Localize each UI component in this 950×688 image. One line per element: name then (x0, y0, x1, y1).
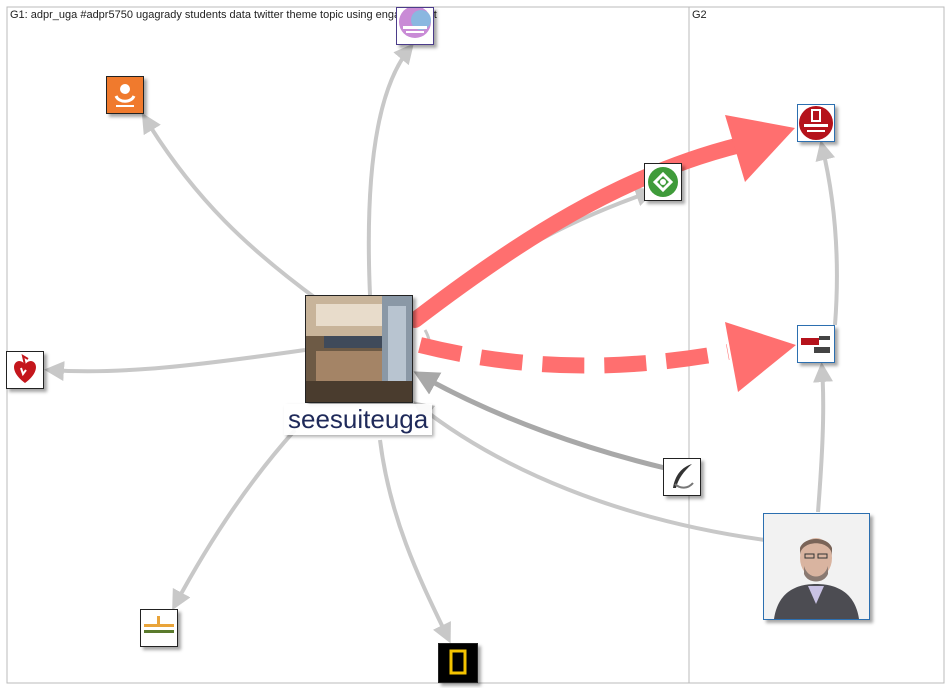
recycle-green-logo-icon (645, 164, 681, 200)
edge-to-uga-grady (407, 137, 748, 328)
heart-association-logo-icon (7, 352, 43, 388)
node-green-logo[interactable] (644, 163, 682, 201)
feeding-america-logo-icon (141, 610, 177, 646)
group-frame-g2 (688, 6, 945, 684)
node-label-seesuiteuga: seesuiteuga (284, 404, 433, 435)
person-photo-icon (764, 514, 869, 619)
office-photo-icon (306, 296, 412, 402)
edge-to-adpr-uga (418, 337, 730, 374)
edge-quill-to-seesuiteuga (413, 371, 666, 471)
adpr-uga-logo-icon (798, 326, 834, 362)
node-seesuiteuga[interactable] (305, 295, 413, 403)
edge-to-nat-geo (378, 439, 451, 644)
national-geographic-logo-icon (439, 644, 477, 682)
edge-to-adpr-uga-arrowhead (725, 322, 796, 392)
edge-to-feeding-america (172, 428, 297, 611)
node-heart-association[interactable] (6, 351, 44, 389)
node-special-olympics[interactable] (396, 7, 434, 45)
edge-to-special-olympics (366, 43, 414, 296)
edge-to-uga-grady-arrowhead (725, 115, 795, 182)
edge-person-to-adpr-uga (813, 362, 833, 513)
node-national-geographic[interactable] (438, 643, 478, 683)
quill-logo-icon (664, 459, 700, 495)
node-person[interactable] (763, 513, 870, 620)
node-adpr-uga[interactable] (797, 325, 835, 363)
node-uga-grady[interactable] (797, 104, 835, 142)
georgia-grady-logo-icon (798, 105, 834, 141)
group-label-g1: G1: adpr_uga #adpr5750 ugagrady students… (10, 9, 437, 21)
edge-person-to-seesuiteuga (413, 401, 766, 542)
edge-to-heart-assoc (44, 348, 306, 381)
edge-to-green-logo (416, 187, 656, 327)
node-feeding-america[interactable] (140, 609, 178, 647)
edge-to-best-friends (141, 112, 320, 302)
special-olympics-logo-icon (397, 8, 433, 44)
node-best-friends[interactable] (106, 76, 144, 114)
group-label-g2: G2 (692, 9, 707, 21)
node-quill[interactable] (663, 458, 701, 496)
edge-adpr-to-uga-grady (815, 140, 839, 326)
best-friends-logo-icon (107, 77, 143, 113)
